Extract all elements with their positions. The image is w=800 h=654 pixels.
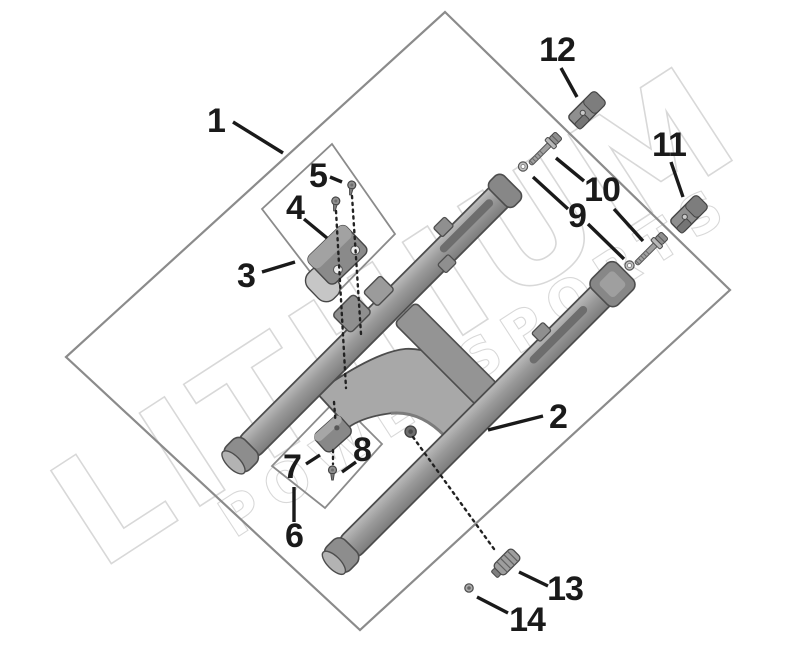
part-5-screw-a — [345, 179, 357, 197]
callout-1: 1 — [207, 102, 226, 140]
subassembly-box-6 — [270, 397, 384, 510]
callout-8: 8 — [353, 431, 372, 469]
part-13-spacer — [491, 548, 521, 578]
upper-arm-slot — [439, 199, 494, 253]
upper-arm-tab-1 — [433, 216, 454, 237]
lower-arm-slot — [529, 305, 588, 364]
part-14-nut — [464, 583, 474, 593]
callout-12: 12 — [539, 31, 576, 69]
upper-axle-end — [487, 173, 523, 209]
callout-3: 3 — [237, 257, 256, 295]
callout-leader-lines — [232, 67, 685, 615]
callout-9: 9 — [568, 197, 587, 235]
callout-4: 4 — [286, 189, 305, 227]
part-5-screw-b — [329, 195, 341, 213]
pivot-cap-upper — [221, 450, 246, 475]
callout-10: 10 — [584, 171, 621, 209]
part-7-slider-pad — [314, 415, 352, 453]
slider-bolt-center — [408, 429, 413, 434]
lower-axle-end-face — [599, 271, 626, 298]
cross-member-shade — [390, 411, 447, 438]
callout-14: 14 — [509, 601, 546, 639]
callout-13: 13 — [547, 570, 584, 608]
lower-arm-tab — [531, 322, 552, 342]
upper-arm-tab-2 — [437, 254, 457, 274]
callout-6: 6 — [285, 517, 304, 555]
part-9-washer-upper — [517, 161, 529, 172]
callout-11: 11 — [652, 126, 687, 164]
part-9-washer-lower — [624, 260, 635, 271]
main-boundary-box — [64, 10, 732, 632]
callout-5: 5 — [309, 157, 328, 195]
mount-bracket-2 — [363, 275, 394, 306]
pivot-cap-lower — [321, 550, 347, 576]
callout-7: 7 — [283, 448, 302, 486]
callout-2: 2 — [549, 398, 568, 436]
dotted-assembly-lines — [331, 194, 496, 551]
swingarm-illustration — [221, 173, 636, 576]
